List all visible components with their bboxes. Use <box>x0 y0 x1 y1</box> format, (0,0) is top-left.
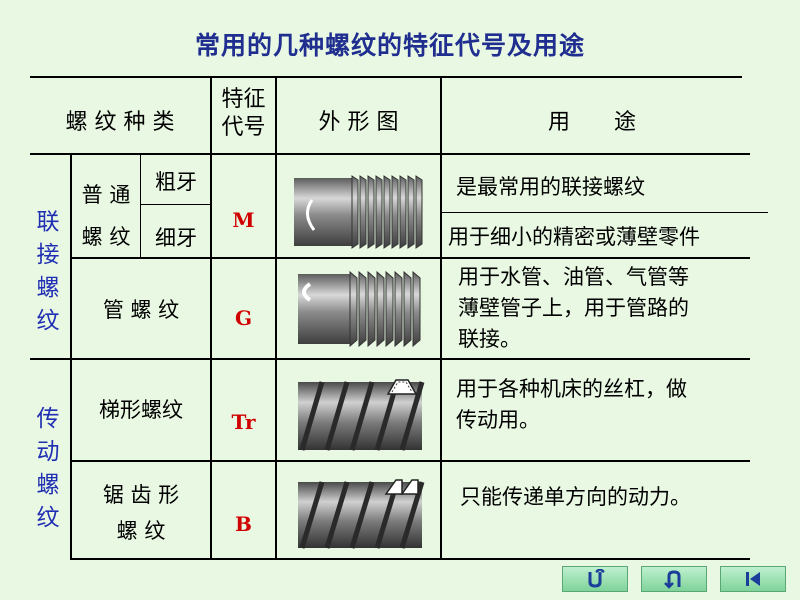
group-connect-char: 螺 <box>36 275 60 301</box>
use-pipe: 用于水管、油管、气管等 薄壁管子上，用于管路的 联接。 <box>458 262 689 355</box>
use-pipe-line: 联接。 <box>458 327 521 351</box>
use-fine: 用于细小的精密或薄壁零件 <box>448 225 700 249</box>
back-arrow-icon <box>664 570 681 589</box>
table-bottom-rule <box>70 558 750 560</box>
group-label-drive: 传 动 螺 纹 <box>28 403 68 535</box>
use-buttress: 只能传递单方向的动力。 <box>460 485 691 509</box>
coarse-label: 粗牙 <box>155 170 197 194</box>
return-button[interactable] <box>562 566 628 592</box>
normal-thread-name: 普 通 螺 纹 <box>72 174 140 258</box>
pipe-thread-name: 管 螺 纹 <box>102 298 180 322</box>
header-type: 螺 纹 种 类 <box>65 110 175 135</box>
row-divider-pipe <box>70 257 750 259</box>
use-pipe-line: 薄壁管子上，用于管路的 <box>458 296 689 320</box>
code-normal: M <box>232 208 255 232</box>
use-trapezoid: 用于各种机床的丝杠，做 传动用。 <box>456 374 687 436</box>
header-code-line2: 代号 <box>221 115 266 140</box>
group-connect-char: 接 <box>36 242 60 268</box>
group-drive-char: 纹 <box>36 505 60 531</box>
buttress-thread-name: 锯 齿 形 螺 纹 <box>72 477 210 549</box>
back-button[interactable] <box>641 566 707 592</box>
col-divider-shape <box>275 76 277 560</box>
metric-thread-image <box>294 175 423 249</box>
first-page-icon <box>746 572 760 586</box>
use-pipe-line: 用于水管、油管、气管等 <box>458 265 689 289</box>
header-bottom-rule <box>30 153 750 155</box>
header-shape: 外 形 图 <box>318 110 399 135</box>
header-use: 用 途 <box>547 110 636 135</box>
use-trapezoid-line: 用于各种机床的丝杠，做 <box>456 377 687 401</box>
pipe-thread-image <box>298 270 421 348</box>
buttress-thread-line1: 锯 齿 形 <box>102 483 180 507</box>
col-divider-subtype <box>140 153 141 257</box>
col-divider-code <box>210 76 212 560</box>
trapezoid-thread-image <box>298 379 425 451</box>
group-drive-char: 传 <box>36 406 60 432</box>
group-label-connect: 联 接 螺 纹 <box>28 206 68 338</box>
use-trapezoid-line: 传动用。 <box>456 408 540 432</box>
normal-thread-line2: 螺 纹 <box>81 225 131 249</box>
col-divider-group <box>70 153 72 560</box>
return-icon <box>588 569 605 588</box>
group-connect-char: 纹 <box>36 308 60 334</box>
group-drive-char: 螺 <box>36 472 60 498</box>
table-top-rule <box>30 76 742 78</box>
group-connect-char: 联 <box>36 209 60 235</box>
buttress-thread-image <box>298 479 425 549</box>
use-divider-normal <box>440 212 768 213</box>
header-code-line1: 特征 <box>221 87 266 112</box>
use-coarse: 是最常用的联接螺纹 <box>456 175 645 199</box>
trapezoid-thread-name: 梯形螺纹 <box>99 398 183 422</box>
row-divider-buttress <box>70 460 750 462</box>
group-divider <box>30 358 750 360</box>
buttress-thread-line2: 螺 纹 <box>116 519 166 543</box>
group-drive-char: 动 <box>36 439 60 465</box>
page-title: 常用的几种螺纹的特征代号及用途 <box>194 31 585 60</box>
first-page-button[interactable] <box>720 566 786 592</box>
normal-thread-line1: 普 通 <box>81 183 131 207</box>
coarse-fine-divider <box>140 204 212 205</box>
fine-label: 细牙 <box>155 226 197 250</box>
code-buttress: B <box>235 512 252 536</box>
code-pipe: G <box>234 306 253 330</box>
code-trapezoid: Tr <box>231 410 256 434</box>
header-code: 特征 代号 <box>212 86 275 142</box>
col-divider-use <box>440 76 442 560</box>
